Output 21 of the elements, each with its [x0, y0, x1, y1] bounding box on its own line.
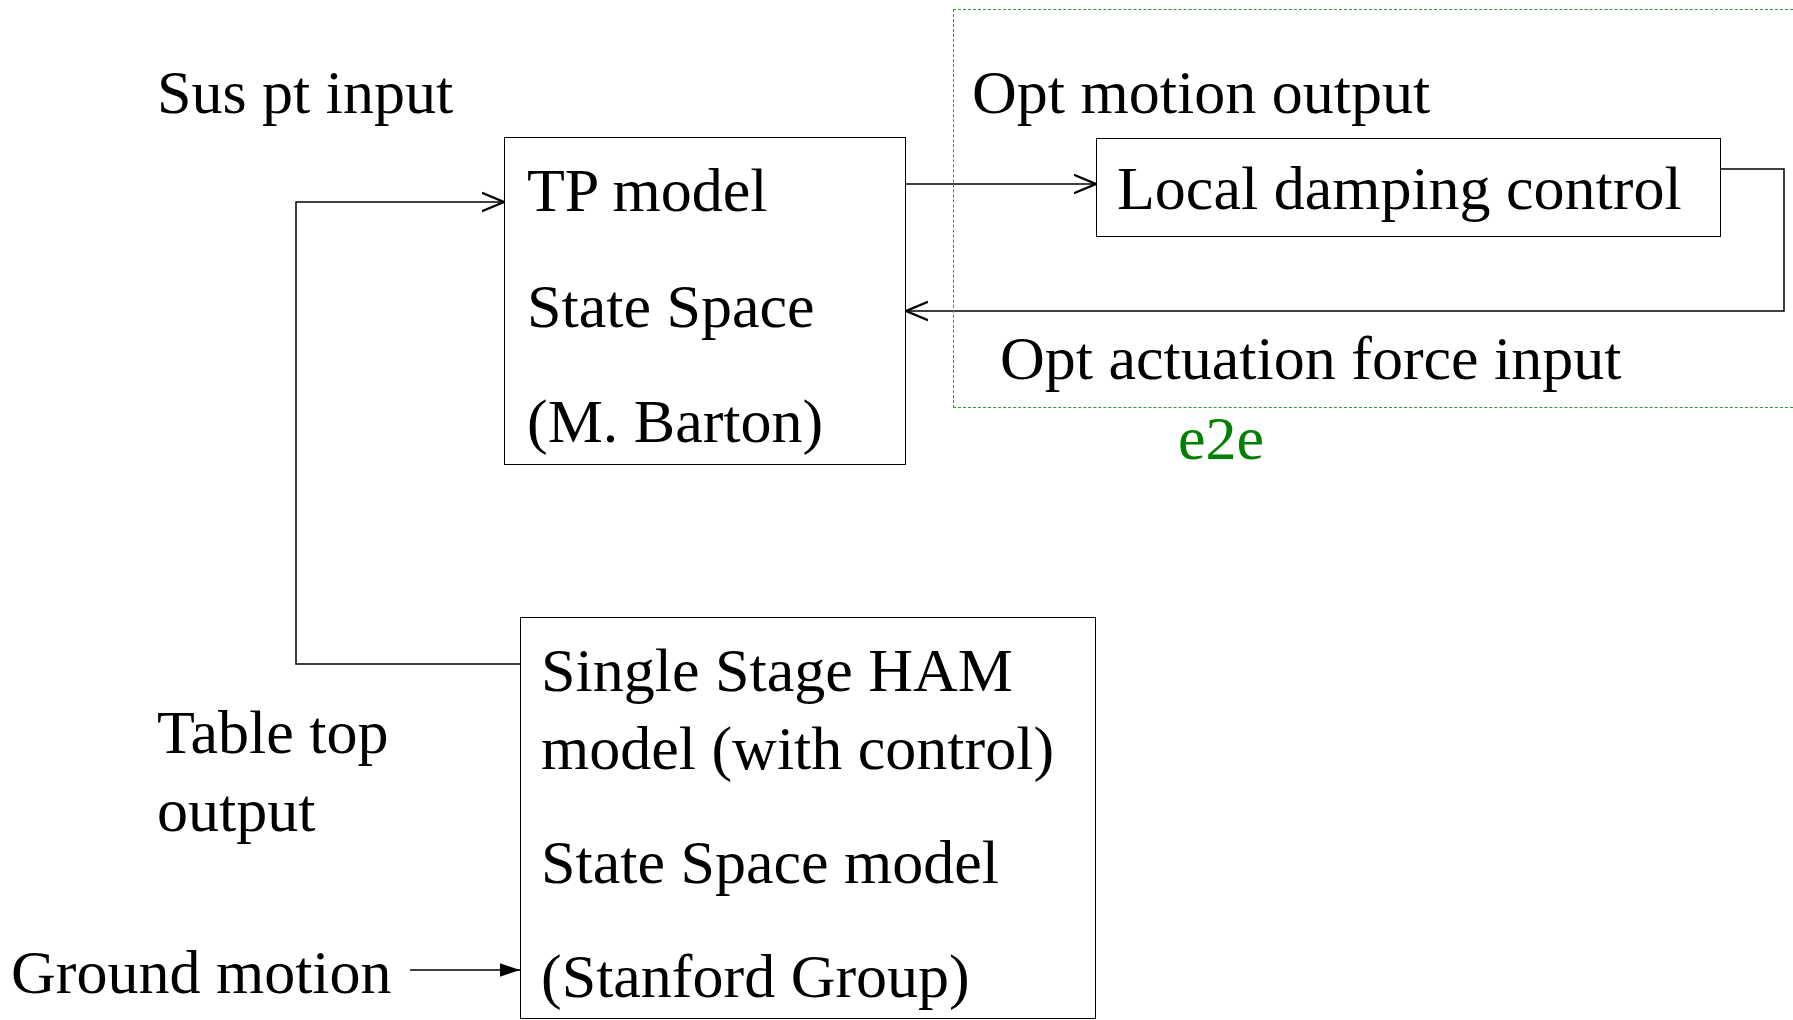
arrow	[904, 168, 1785, 322]
process-box	[1096, 138, 1721, 237]
text-label: e2e	[1178, 405, 1265, 471]
text-label: Table top output	[157, 697, 390, 846]
node-text: State Space model	[541, 829, 999, 895]
node-text: TP model	[527, 157, 768, 223]
process-box	[520, 617, 1096, 1019]
arrow	[295, 191, 521, 665]
node-text: State Space	[527, 273, 815, 339]
node-text: (M. Barton)	[527, 388, 824, 454]
node-text: Ground motion	[11, 939, 392, 1005]
process-box	[504, 137, 906, 465]
arrow	[905, 173, 1098, 195]
arrow	[409, 963, 521, 977]
dashed-group-box	[953, 9, 1793, 408]
text-label: Opt motion output	[972, 59, 1431, 125]
node-text: (Stanford Group)	[541, 943, 970, 1009]
text-label: Opt actuation force input	[1000, 325, 1622, 391]
text-label: Sus pt input	[157, 59, 454, 125]
node-text: Single Stage HAM model (with control)	[541, 635, 1056, 784]
node-text: Local damping control	[1117, 155, 1682, 221]
